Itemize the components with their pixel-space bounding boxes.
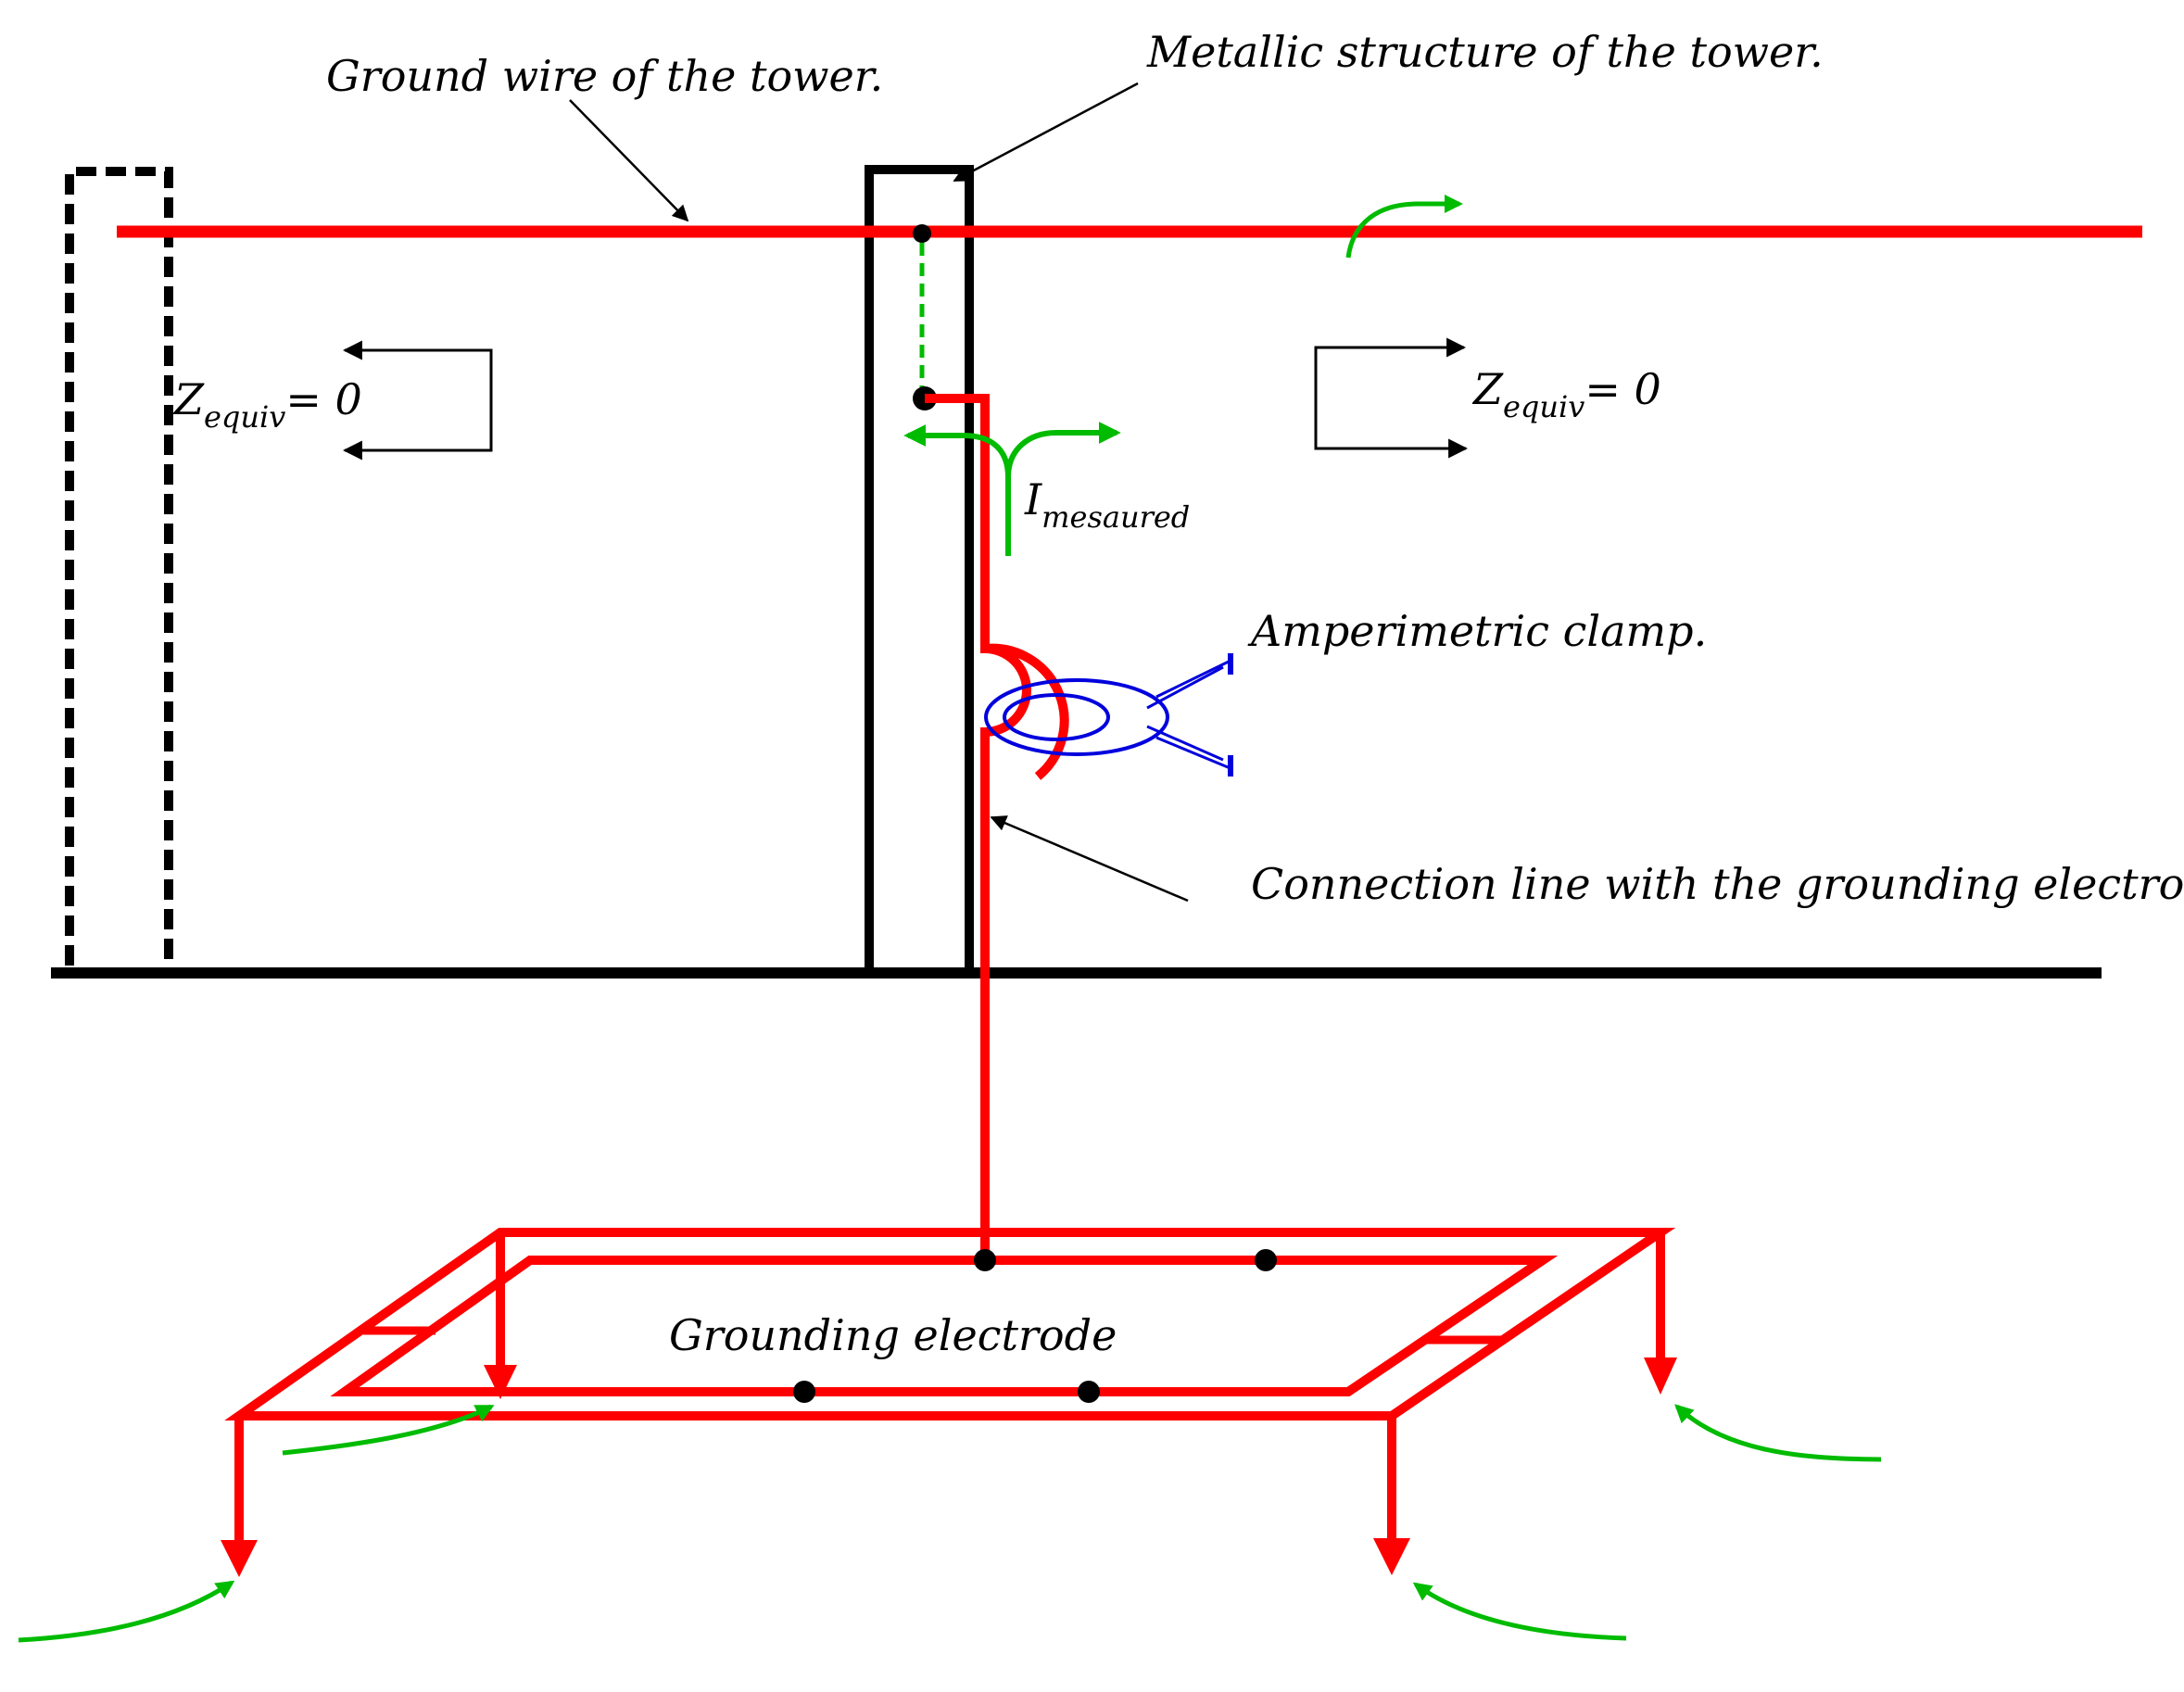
electrode-junction-dot [974, 1249, 996, 1271]
electrode-junction-dot [793, 1381, 815, 1403]
electrode-junction-dot [1255, 1249, 1277, 1271]
soil-current-arrow [282, 1404, 495, 1456]
rod-head-top-right [1644, 1357, 1677, 1395]
metallic-structure-label: Metallic structure of the tower. [1146, 27, 1824, 77]
rod-head-bottom-left [221, 1540, 258, 1577]
connection-line-label: Connection line with the grounding elect… [1251, 859, 2184, 909]
rod-head-bottom-right [1373, 1538, 1410, 1575]
metallic-tower-structure [865, 165, 974, 968]
z-equiv-right-label: Zequiv= 0 [1471, 364, 1661, 424]
adjacent-tower-dashed [65, 167, 173, 966]
amperimetric-clamp-label: Amperimetric clamp. [1247, 606, 1707, 656]
electrode-junction-dot [1078, 1381, 1100, 1403]
connection-line-clamp-loop [984, 643, 1069, 780]
measured-current-stem [903, 424, 1011, 556]
measured-current-branch [1005, 422, 1121, 478]
i-measured-label: Imesaured [1024, 474, 1190, 535]
connection-line-leader [990, 815, 1189, 903]
amperimetric-clamp-handles [1146, 658, 1233, 771]
ground-wire-connection-dot [913, 224, 931, 243]
ground-wire-label: Ground wire of the tower. [326, 51, 883, 101]
soil-current-arrow [1674, 1404, 1882, 1462]
ground-wire-leader [569, 99, 689, 222]
ground-wire-current-arrow [1345, 195, 1463, 259]
grounding-electrode [224, 1228, 1676, 1546]
rod-head-top-left [484, 1365, 517, 1399]
z-equiv-left-bracket [342, 340, 493, 461]
amperimetric-clamp-outer [984, 678, 1169, 756]
electrode-inner-ring [330, 1256, 1559, 1396]
amperimetric-clamp-inner [1003, 693, 1110, 741]
metallic-structure-leader [953, 82, 1139, 183]
soil-current-arrow [1412, 1582, 1627, 1641]
z-equiv-right-bracket [1314, 337, 1469, 459]
grounding-electrode-label: Grounding electrode [669, 1310, 1117, 1360]
soil-current-arrow [18, 1580, 235, 1643]
connection-line-grounding-electrode [925, 394, 1031, 1262]
z-equiv-left-label: Zequiv= 0 [172, 374, 362, 435]
